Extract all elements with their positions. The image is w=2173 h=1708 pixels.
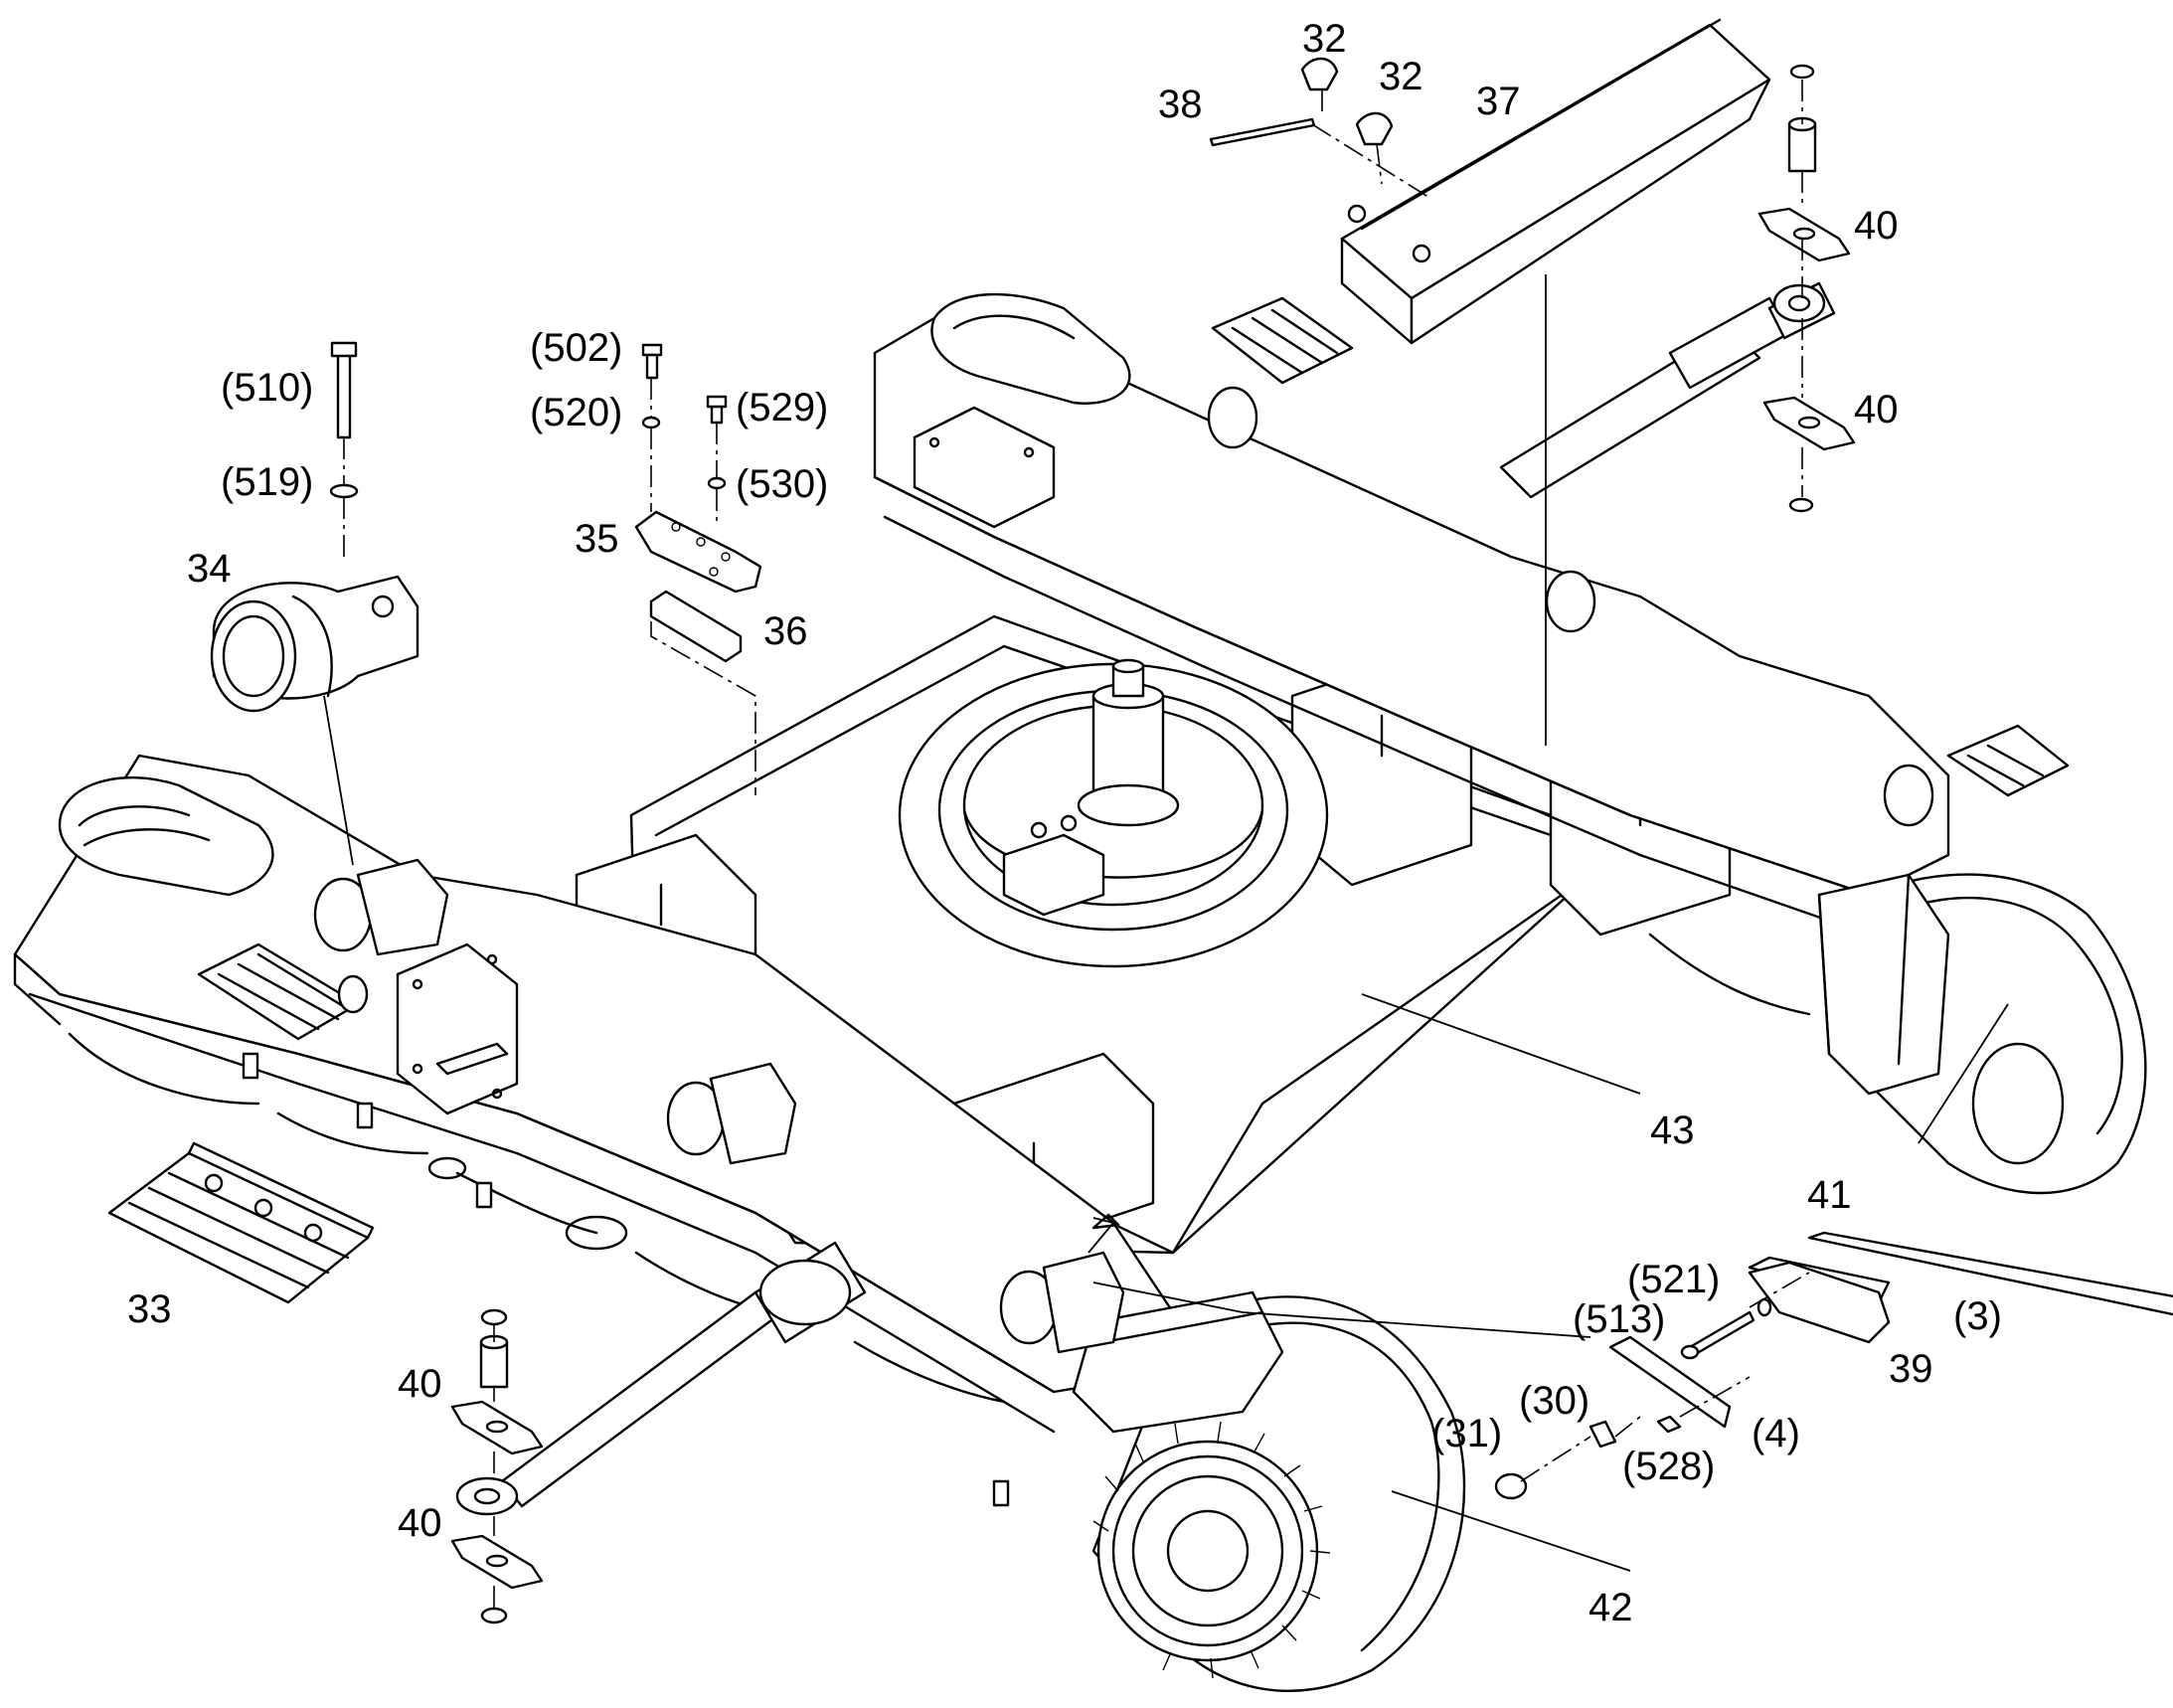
label-40-bottom-2: 40 (398, 1501, 442, 1545)
label-43: 43 (1650, 1109, 1695, 1152)
fastener-bolts (329, 341, 728, 499)
carrier-roller-installed (313, 858, 1125, 1354)
label-4: (4) (1752, 1412, 1800, 1455)
left-track-frame (13, 754, 1175, 1507)
label-510: (510) (221, 366, 313, 410)
part-31-cap (1494, 1472, 1528, 1500)
part-39-bracket (1748, 1261, 1891, 1344)
part-35-plate (634, 510, 762, 594)
part-38-rod (1209, 117, 1316, 147)
label-513: (513) (1573, 1297, 1665, 1341)
label-3: (3) (1953, 1294, 2002, 1338)
label-39: 39 (1889, 1347, 1933, 1391)
label-519: (519) (221, 460, 313, 504)
crawler-track-41 (1817, 873, 2147, 1195)
label-528: (528) (1622, 1445, 1715, 1488)
track-cylinder-upper (1499, 281, 1836, 499)
label-521: (521) (1627, 1258, 1720, 1301)
right-track-frame (873, 292, 2070, 1086)
bolt-528 (1656, 1415, 1682, 1434)
label-40-top-1: 40 (1854, 204, 1899, 248)
label-529: (529) (736, 386, 828, 429)
crawler-track-42 (1072, 1290, 1466, 1692)
part-30-fitting (1588, 1420, 1617, 1449)
carrier-roller-34 (210, 575, 419, 713)
part-36-block (649, 590, 743, 663)
label-502: (502) (530, 326, 622, 370)
label-41-upper: 41 (1807, 1173, 1852, 1217)
label-36: 36 (763, 609, 808, 653)
label-40-top-2: 40 (1854, 388, 1899, 431)
label-35: 35 (575, 517, 619, 561)
part-33-track-shoes (107, 1141, 375, 1304)
label-42: 42 (1588, 1586, 1633, 1629)
part-4-plate (1608, 1335, 1732, 1429)
label-530: (530) (736, 462, 828, 506)
label-30: (30) (1519, 1379, 1589, 1423)
part-40-stack-lower (450, 1308, 544, 1624)
label-32-right: 32 (1379, 55, 1423, 98)
label-520: (520) (530, 391, 622, 434)
label-38: 38 (1158, 83, 1203, 126)
bolt-513 (1680, 1310, 1755, 1360)
swing-ring (898, 658, 1329, 968)
label-34: 34 (187, 547, 232, 591)
part-37-cover (1340, 18, 1771, 345)
track-cylinder-lower (455, 1241, 867, 1516)
label-37: 37 (1476, 80, 1521, 123)
part-32-pins (1300, 57, 1394, 146)
label-40-bottom-1: 40 (398, 1362, 442, 1406)
label-33: 33 (127, 1287, 172, 1331)
label-32-left: 32 (1302, 17, 1347, 61)
label-31: (31) (1431, 1412, 1502, 1455)
